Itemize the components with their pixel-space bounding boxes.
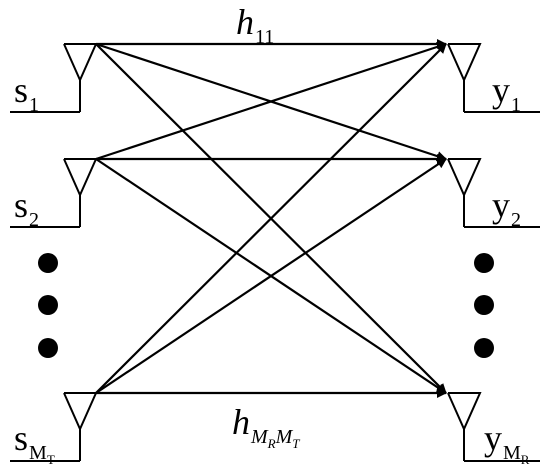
channel-paths [95, 39, 447, 398]
path-2-1 [95, 42, 447, 161]
rx-label-1: y1 [492, 70, 521, 116]
path-mt-2 [95, 158, 447, 394]
tx-label-2: s2 [14, 185, 40, 231]
rx-label-mr: yMR [484, 418, 530, 467]
rx-antenna-mr [447, 392, 540, 462]
tx-ellipsis-dots [38, 253, 58, 358]
rx-ellipsis-dots [474, 253, 494, 358]
tx-antenna-1 [10, 43, 98, 113]
rx-label-2: y2 [492, 185, 521, 231]
path-mt-1 [95, 43, 447, 394]
channel-label-top: h11 [236, 2, 275, 48]
rx-antenna-1 [447, 43, 540, 113]
tx-antenna-2 [10, 158, 98, 228]
tx-label-1: s1 [14, 70, 40, 116]
channel-label-bottom: hMRMT [232, 402, 300, 451]
tx-label-mt: sMT [14, 418, 55, 467]
rx-antenna-2 [447, 158, 540, 228]
tx-antenna-mt [10, 392, 98, 462]
